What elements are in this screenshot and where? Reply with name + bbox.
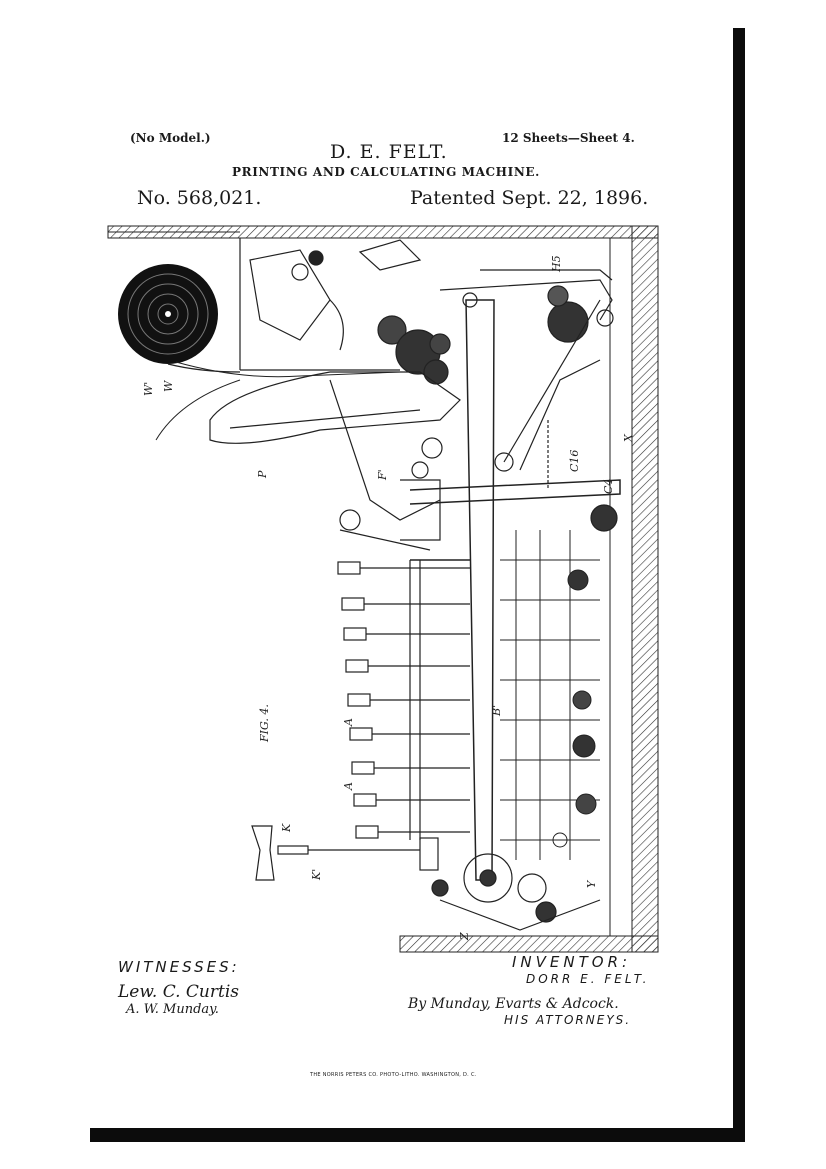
svg-text:W: W	[162, 379, 175, 392]
inventor-signature: DORR E. FELT.	[526, 972, 650, 986]
inventor-heading: D. E. FELT.	[330, 141, 448, 163]
witnesses-label: WITNESSES:	[118, 958, 240, 976]
witness-signature-1: Lew. C. Curtis	[118, 982, 239, 1002]
svg-text:FIG. 4.: FIG. 4.	[258, 704, 271, 743]
svg-text:F': F'	[376, 469, 389, 481]
svg-text:C4: C4	[602, 479, 615, 494]
svg-text:Y: Y	[585, 879, 598, 888]
patent-number: No. 568,021.	[137, 187, 262, 209]
svg-text:A: A	[342, 718, 355, 727]
svg-text:A: A	[342, 782, 355, 791]
attorneys-label: HIS ATTORNEYS.	[504, 1013, 632, 1027]
inventor-label: INVENTOR:	[512, 953, 632, 971]
scan-border-bottom	[90, 1128, 745, 1142]
patent-title: PRINTING AND CALCULATING MACHINE.	[232, 165, 540, 179]
svg-text:K': K'	[310, 869, 323, 881]
key-stems	[337, 560, 470, 840]
svg-text:C16: C16	[568, 450, 581, 472]
svg-text:Z: Z	[458, 932, 471, 941]
scan-border-right	[733, 28, 745, 1138]
paper-roll	[118, 264, 401, 441]
attorneys-signature: By Munday, Evarts & Adcock.	[408, 996, 619, 1012]
witness-signature-2: A. W. Munday.	[126, 1002, 219, 1017]
no-model-note: (No Model.)	[130, 131, 211, 145]
svg-text:X: X	[622, 433, 635, 443]
printer-note: THE NORRIS PETERS CO. PHOTO-LITHO. WASHI…	[310, 1072, 477, 1078]
sheet-count: 12 Sheets—Sheet 4.	[502, 131, 635, 145]
patent-date: Patented Sept. 22, 1896.	[410, 187, 649, 209]
svg-text:K: K	[280, 823, 293, 833]
handle-assembly	[251, 825, 601, 931]
svg-text:H5: H5	[550, 255, 563, 273]
printing-mechanism	[209, 239, 618, 551]
svg-text:W': W'	[142, 382, 155, 396]
svg-text:P: P	[256, 470, 269, 479]
column-mechanism	[500, 530, 600, 860]
casing	[107, 225, 659, 953]
figure-labels: FIG. 4. W' W P A A K K' X Y Z B' C4 C16 …	[142, 255, 635, 941]
svg-text:B': B'	[490, 705, 503, 717]
